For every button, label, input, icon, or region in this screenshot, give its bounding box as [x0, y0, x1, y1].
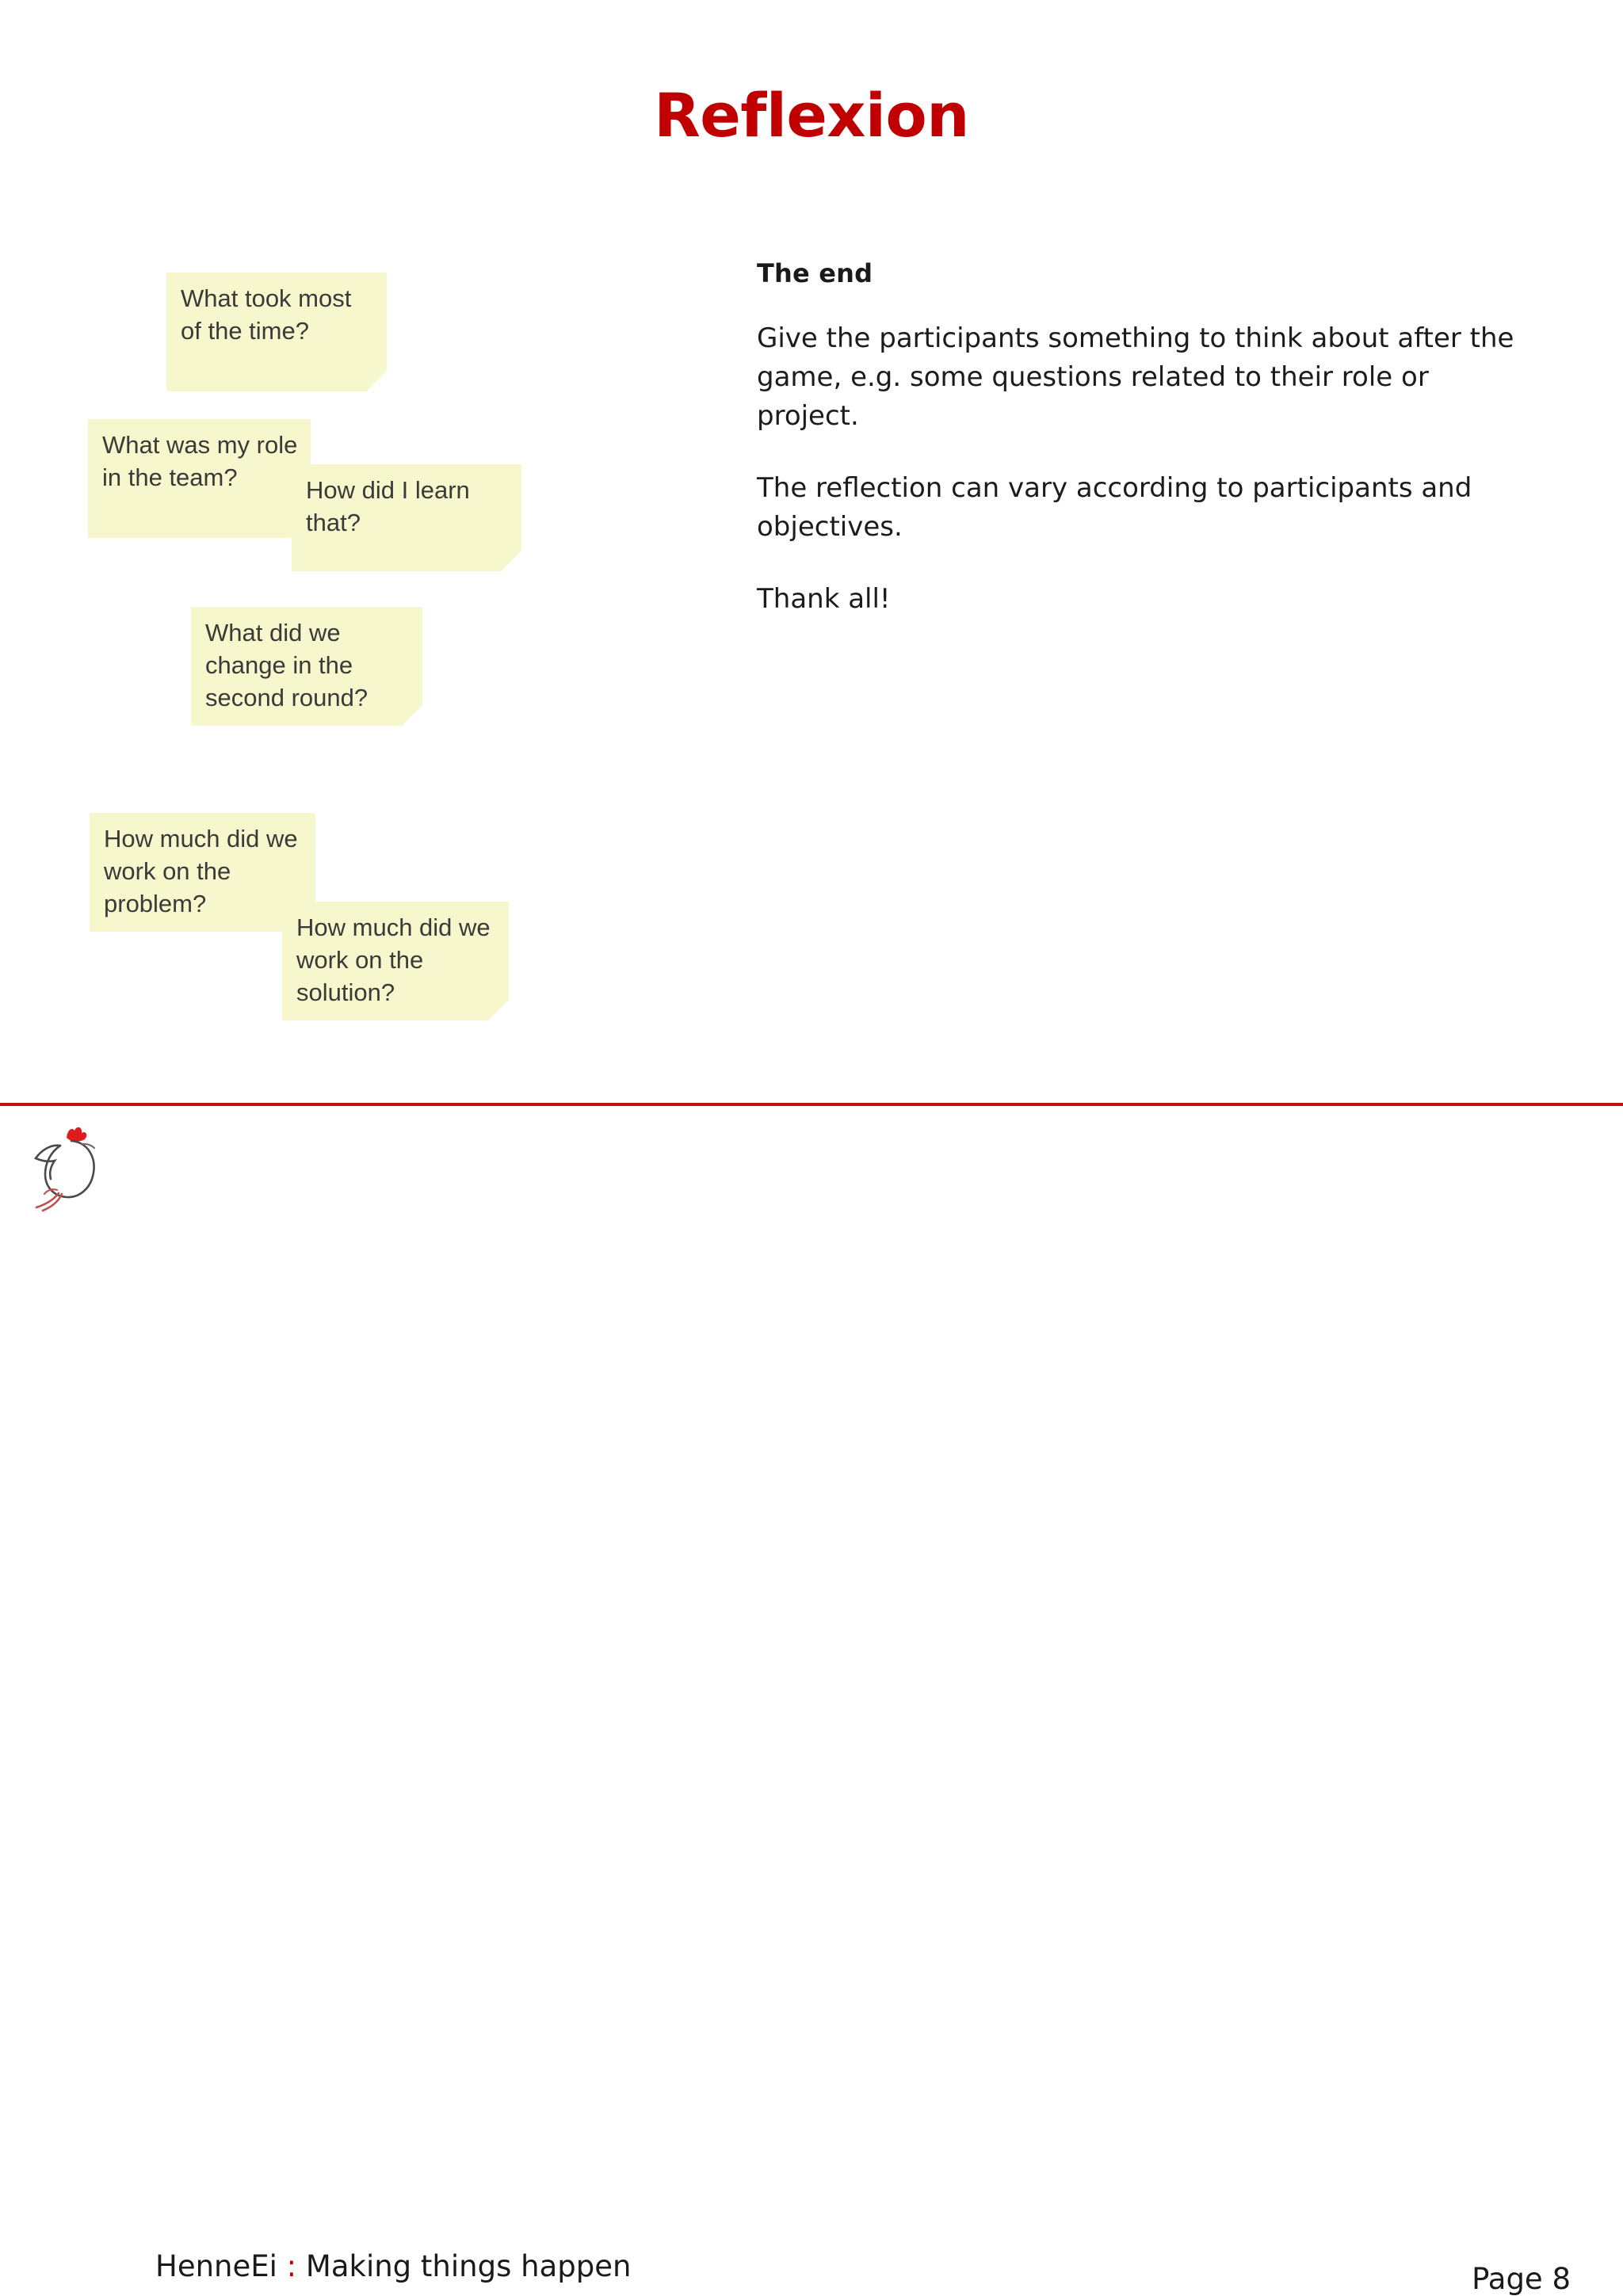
content-paragraph: The reflection can vary according to par… — [757, 472, 1472, 543]
sticky-note-text: What was my role in the team? — [102, 431, 298, 491]
page-title: Reflexion — [654, 80, 969, 151]
footer-divider — [0, 1103, 1623, 1106]
folded-corner-icon — [501, 551, 521, 571]
sticky-note[interactable]: What did we change in the second round? — [191, 607, 422, 726]
footer-tagline-text: Making things happen — [305, 2249, 632, 2283]
sticky-note[interactable]: What took most of the time? — [166, 273, 387, 391]
footer-brand: HenneEi — [155, 2249, 277, 2283]
content-heading: The end — [757, 258, 873, 288]
footer-separator: : — [277, 2249, 306, 2283]
sticky-note-text: How much did we work on the problem? — [104, 825, 298, 917]
footer: HenneEi : Making things happen Page 8 — [0, 1106, 1623, 2294]
content-paragraph: Give the participants something to think… — [757, 322, 1514, 432]
sticky-note-text: How much did we work on the solution? — [296, 913, 491, 1006]
content-body: The end Give the participants something … — [757, 257, 1537, 619]
hen-logo-icon — [22, 1117, 114, 1214]
sticky-note[interactable]: What was my role in the team? — [88, 419, 311, 538]
sticky-note[interactable]: How much did we work on the solution? — [282, 902, 509, 1020]
page-number: Page 8 — [1472, 2262, 1571, 2296]
sticky-note-text: What took most of the time? — [181, 284, 352, 345]
sticky-note[interactable]: How much did we work on the problem? — [90, 813, 315, 932]
sticky-notes-group: What took most of the time? What was my … — [0, 0, 602, 1093]
content-paragraph: Thank all! — [757, 583, 891, 615]
sticky-note-text: How did I learn that? — [306, 476, 470, 536]
folded-corner-icon — [366, 371, 387, 391]
sticky-note-text: What did we change in the second round? — [205, 619, 369, 711]
sticky-note[interactable]: How did I learn that? — [292, 464, 521, 571]
footer-brand-tagline: HenneEi : Making things happen — [155, 2252, 631, 2281]
